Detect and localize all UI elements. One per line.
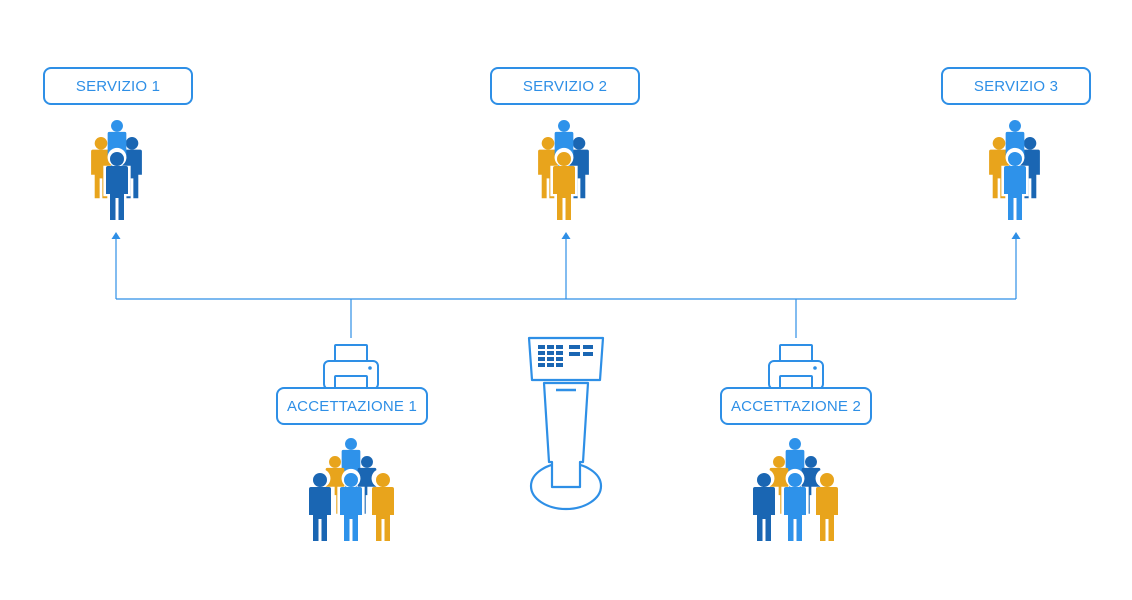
arrow-up-icon [1011,232,1021,239]
people-crowd-icon [751,438,839,545]
people-crowd-icon [307,438,395,545]
acceptance-2-box: ACCETTAZIONE 2 [720,387,872,425]
service-1-box: SERVIZIO 1 [43,67,193,105]
arrow-up-icon [111,232,121,239]
people-group-icon [538,120,589,224]
people-group-icon [989,120,1040,224]
connector-lines [115,238,1017,338]
arrow-heads [111,232,1021,239]
service-2-box: SERVIZIO 2 [490,67,640,105]
service-3-box: SERVIZIO 3 [941,67,1091,105]
arrow-up-icon [561,232,571,239]
printer-icon [768,344,824,395]
acceptance-1-box: ACCETTAZIONE 1 [276,387,428,425]
people-group-icon [91,120,142,224]
ticket-kiosk-icon [527,336,605,511]
